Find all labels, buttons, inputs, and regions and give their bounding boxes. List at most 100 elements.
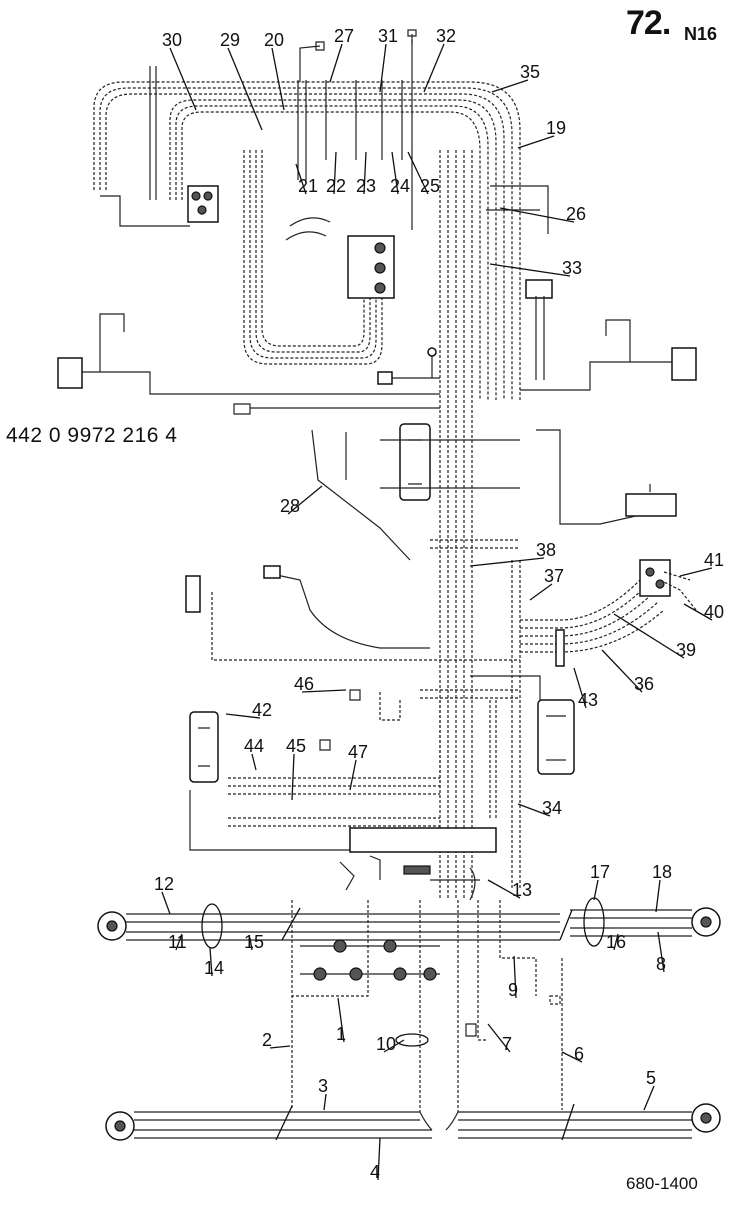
callout-leader-23	[363, 151, 367, 195]
callout-39: 39	[676, 640, 696, 660]
callout-leader-31	[379, 43, 387, 93]
callout-34: 34	[542, 798, 562, 818]
callout-leader-41	[679, 567, 713, 577]
side-lamps	[57, 313, 697, 415]
callout-31: 31	[378, 26, 398, 46]
callout-leader-27	[329, 43, 343, 83]
callout-22: 22	[326, 176, 346, 196]
callout-21: 21	[298, 176, 318, 196]
callout-leader-44	[251, 753, 257, 771]
callout-leader-11	[175, 933, 183, 951]
callout-leader-13	[487, 879, 521, 899]
callout-leader-28	[287, 485, 323, 515]
callout-10: 10	[376, 1034, 396, 1054]
callout-25: 25	[420, 176, 440, 196]
callout-18: 18	[652, 862, 672, 882]
callout-36: 36	[634, 674, 654, 694]
callout-leader-24	[391, 151, 399, 195]
middle-harness	[185, 423, 697, 901]
callout-leader-16	[613, 933, 619, 951]
callout-leader-14	[209, 947, 213, 977]
callout-leader-10	[383, 1039, 405, 1053]
callout-leader-33	[489, 263, 571, 277]
callout-leader-12	[161, 891, 171, 915]
callout-leader-5	[643, 1085, 655, 1111]
callout-leader-35	[491, 79, 529, 93]
callout-leader-46	[301, 689, 347, 693]
callout-3: 3	[318, 1076, 328, 1096]
rear-axle-harness	[105, 1103, 721, 1141]
callout-leader-2	[269, 1045, 291, 1049]
callout-leader-32	[423, 43, 445, 93]
callout-16: 16	[606, 932, 626, 952]
callout-leader-45	[291, 753, 295, 801]
callout-leader-3	[323, 1093, 327, 1111]
callout-leader-30	[169, 47, 197, 111]
callout-2: 2	[262, 1030, 272, 1050]
callout-46: 46	[294, 674, 314, 694]
callout-19: 19	[546, 118, 566, 138]
callout-leader-40	[683, 603, 713, 621]
callout-leader-29	[227, 47, 263, 131]
callout-leader-39	[613, 613, 685, 659]
callout-8: 8	[656, 954, 666, 974]
callout-leader-6	[561, 1051, 583, 1063]
callout-38: 38	[536, 540, 556, 560]
callout-29: 29	[220, 30, 240, 50]
callout-14: 14	[204, 958, 224, 978]
callout-leader-17	[593, 879, 599, 901]
callout-leader-43	[573, 667, 587, 709]
callout-37: 37	[544, 566, 564, 586]
callout-15: 15	[244, 932, 264, 952]
callout-leader-7	[487, 1023, 511, 1053]
callout-leader-21	[295, 163, 307, 195]
callout-leader-34	[517, 803, 551, 817]
callout-leader-37	[529, 583, 553, 601]
callout-leader-36	[601, 649, 643, 693]
callout-4: 4	[370, 1162, 380, 1182]
callout-12: 12	[154, 874, 174, 894]
reference-code: 680-1400	[626, 1174, 698, 1193]
callout-30: 30	[162, 30, 182, 50]
callout-leader-20	[271, 47, 285, 111]
page-number: 72.	[626, 4, 671, 42]
callout-47: 47	[348, 742, 368, 762]
callout-leader-18	[655, 879, 661, 913]
callout-28: 28	[280, 496, 300, 516]
callout-20: 20	[264, 30, 284, 50]
callout-9: 9	[508, 980, 518, 1000]
callout-leader-42	[225, 713, 261, 719]
callout-leader-9	[513, 955, 517, 999]
callout-40: 40	[704, 602, 724, 622]
callout-24: 24	[390, 176, 410, 196]
page-suffix: N16	[684, 24, 718, 44]
callout-43: 43	[578, 690, 598, 710]
callout-35: 35	[520, 62, 540, 82]
callout-leader-38	[469, 557, 545, 567]
callout-6: 6	[574, 1044, 584, 1064]
callout-1: 1	[336, 1024, 346, 1044]
callout-33: 33	[562, 258, 582, 278]
callout-leader-47	[349, 759, 357, 791]
callout-5: 5	[646, 1068, 656, 1088]
callout-13: 13	[512, 880, 532, 900]
callout-32: 32	[436, 26, 456, 46]
callout-leader-22	[333, 151, 337, 195]
callout-11: 11	[168, 932, 187, 952]
callout-17: 17	[590, 862, 610, 882]
callout-7: 7	[502, 1034, 512, 1054]
callout-26: 26	[566, 204, 586, 224]
callout-45: 45	[286, 736, 306, 756]
callout-23: 23	[356, 176, 376, 196]
callout-44: 44	[244, 736, 264, 756]
front-axle-harness	[97, 897, 721, 1112]
callout-leader-25	[407, 151, 429, 195]
callout-leader-8	[657, 931, 665, 973]
callout-leader-19	[517, 135, 555, 149]
part-number: 442 0 9972 216 4	[6, 424, 178, 447]
callout-leader-15	[249, 937, 253, 951]
callout-leader-1	[337, 997, 345, 1043]
